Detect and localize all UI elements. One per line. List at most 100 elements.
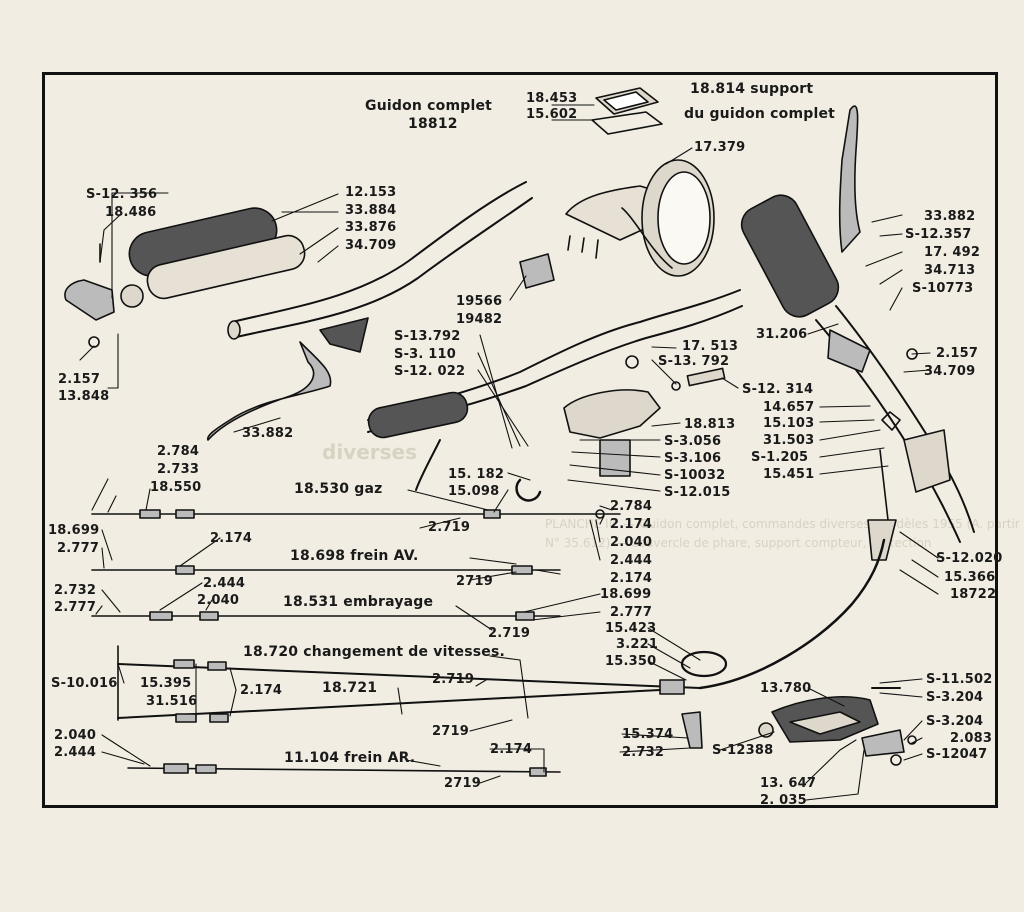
- part-label: 18.486: [105, 205, 157, 220]
- part-label: S-12. 022: [394, 364, 466, 379]
- selector-bracket-drawing: [681, 687, 917, 766]
- cable-label: 2.733: [157, 462, 200, 477]
- selector-label: 13.780: [760, 681, 812, 696]
- part-label: 19482: [456, 312, 503, 327]
- cable-length: 2.719: [432, 672, 475, 687]
- cable-label: S-10.016: [51, 676, 118, 691]
- cable-label: 2.040: [610, 535, 653, 550]
- cable-label: 2.784: [610, 499, 653, 514]
- part-label: 15.451: [763, 467, 815, 482]
- cable-label: 2.444: [610, 553, 653, 568]
- part-label: 31.206: [756, 327, 808, 342]
- cable-label: 2.174: [610, 517, 653, 532]
- cable-label: 15.350: [605, 654, 657, 669]
- cable-frein-av-drawing: [91, 565, 561, 575]
- part-label: 12.153: [345, 185, 397, 200]
- cable-label: 2.174: [610, 571, 653, 586]
- selector-label: 15.374: [622, 727, 674, 742]
- part-label: 2.157: [936, 346, 979, 361]
- cable-gaz-drawing: [91, 509, 621, 519]
- cable-label: 2.777: [54, 600, 97, 615]
- title-line-2: 18812: [408, 116, 458, 132]
- selector-label: 2.083: [950, 731, 993, 746]
- part-label: 15.602: [526, 107, 578, 122]
- cable-label: 2.732: [54, 583, 97, 598]
- cable-label: 2.777: [610, 605, 653, 620]
- cable-length: 2.719: [488, 626, 531, 641]
- cable-name: 18.720 changement de vitesses.: [243, 644, 506, 660]
- headlamp-drawing: [565, 159, 715, 277]
- part-label: 15.103: [763, 416, 815, 431]
- cable-label: 2.174: [210, 531, 253, 546]
- cable-name: 18.721: [322, 680, 378, 696]
- cable-label: 2.040: [197, 593, 240, 608]
- part-label: 34.713: [924, 263, 976, 278]
- part-label: 15. 182: [448, 467, 505, 482]
- part-label: S-3. 110: [394, 347, 457, 362]
- part-label: S-10032: [664, 468, 726, 483]
- cable-length: 2719: [456, 574, 493, 589]
- cable-length: 2719: [444, 776, 481, 791]
- cable-label: 2.174: [490, 742, 533, 757]
- part-label: S-1.205: [751, 450, 809, 465]
- part-label: 2.157: [58, 372, 101, 387]
- selector-label: S-3.204: [926, 714, 984, 729]
- part-label: 18.453: [526, 91, 578, 106]
- cable-18721-drawing: [117, 645, 661, 723]
- part-label: S-12. 314: [742, 382, 814, 397]
- part-label: S-12.357: [905, 227, 972, 242]
- cable-name: 18.531 embrayage: [283, 594, 434, 610]
- part-label: S-13. 792: [658, 354, 730, 369]
- selector-label: S-11.502: [926, 672, 993, 687]
- cable-label: 15.423: [605, 621, 657, 636]
- selector-label: 2. 035: [760, 793, 807, 808]
- part-label: 17. 513: [682, 339, 739, 354]
- title-line-1: Guidon complet: [365, 98, 493, 114]
- part-label: 13.848: [58, 389, 110, 404]
- part-label: 15.098: [448, 484, 500, 499]
- bleed-through-line-2: N° 35.612) — Couvercle de phare, support…: [545, 536, 932, 550]
- support-title-line-1: 18.814 support: [690, 81, 814, 97]
- bleed-through-heading: diverses: [322, 440, 418, 464]
- part-label: 18722: [950, 587, 997, 602]
- cable-label: 18.550: [150, 480, 202, 495]
- cable-length: 2.719: [428, 520, 471, 535]
- left-bar-drawing: [206, 181, 533, 441]
- part-label: 15.366: [944, 570, 996, 585]
- left-grip-drawing: [64, 207, 306, 348]
- cable-label: 2.174: [240, 683, 283, 698]
- part-label: 31.503: [763, 433, 815, 448]
- selector-label: S-12047: [926, 747, 988, 762]
- part-label: S-12.015: [664, 485, 731, 500]
- cable-label: 31.516: [146, 694, 198, 709]
- cable-length: 2719: [432, 724, 469, 739]
- cable-label: 18.699: [48, 523, 100, 538]
- part-label: 34.709: [924, 364, 976, 379]
- part-label: 33.882: [242, 426, 294, 441]
- part-label: S-3.056: [664, 434, 722, 449]
- cable-label: 3.221: [616, 637, 659, 652]
- selector-label: S-12388: [712, 743, 774, 758]
- cable-frein-ar-drawing: [127, 763, 561, 777]
- cable-label: 2.777: [57, 541, 100, 556]
- leader-lines: [79, 104, 939, 801]
- diagram-frame: [42, 72, 998, 808]
- selector-label: S-3.204: [926, 690, 984, 705]
- right-handlebar-drawing: [740, 105, 975, 561]
- bleed-through-line-1: PLANCHE III. — Guidon complet, commandes…: [545, 517, 1020, 531]
- cable-name: 11.104 frein AR.: [284, 750, 416, 766]
- part-label: S-10773: [912, 281, 974, 296]
- part-label: 33.884: [345, 203, 397, 218]
- cable-label: 18.699: [600, 587, 652, 602]
- part-label: S-12.020: [936, 551, 1003, 566]
- cable-vitesses-drawing: [117, 538, 886, 695]
- mount-plate-drawing: [591, 87, 663, 135]
- cable-label: 2.732: [622, 745, 665, 760]
- cable-label: 2.444: [203, 576, 246, 591]
- part-label: 17. 492: [924, 245, 981, 260]
- part-label: 33.882: [924, 209, 976, 224]
- part-label: S-12. 356: [86, 187, 158, 202]
- part-label: 33.876: [345, 220, 397, 235]
